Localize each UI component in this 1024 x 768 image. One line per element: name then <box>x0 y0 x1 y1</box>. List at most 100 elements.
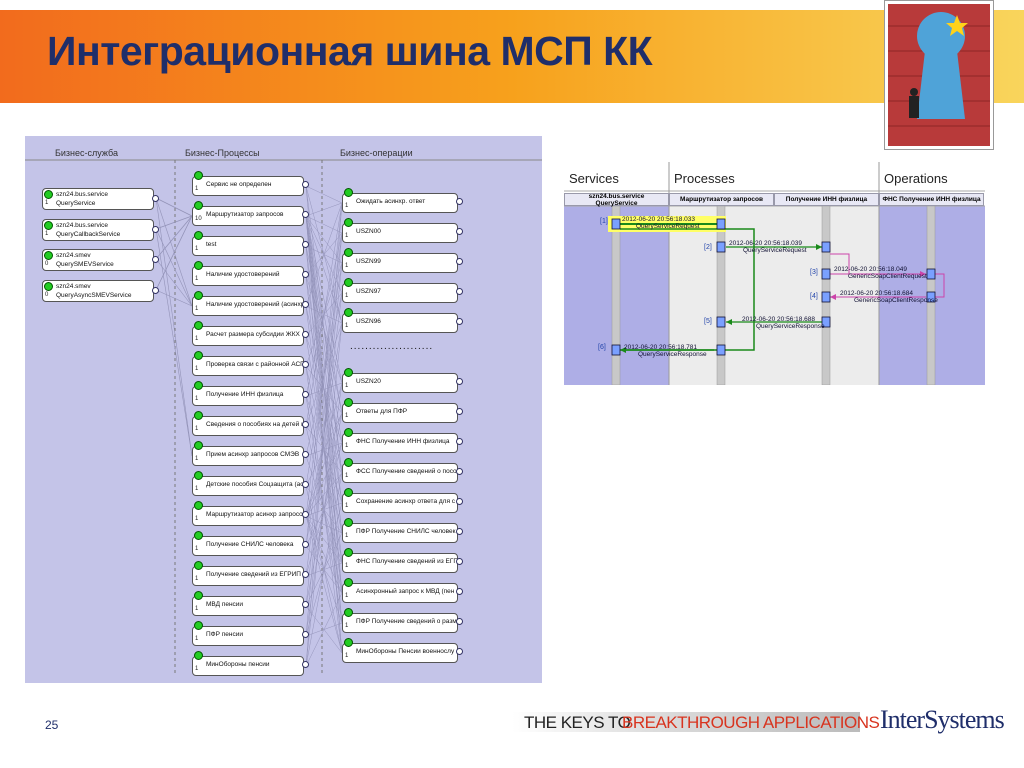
process-node[interactable]: Маршрутизатор асинхр запросов <box>192 506 304 526</box>
node-label: Маршрутизатор асинхр запросов <box>206 511 304 518</box>
process-node[interactable]: МВД пенсии <box>192 596 304 616</box>
process-node[interactable]: Наличие удостоверений (асинхр <box>192 296 304 316</box>
port-pin-icon <box>302 511 309 518</box>
port-pin-icon <box>302 661 309 668</box>
process-node[interactable]: МинОбороны пенсии <box>192 656 304 676</box>
status-dot-icon <box>344 608 353 617</box>
status-dot-icon <box>344 218 353 227</box>
keyhole-logo-icon <box>884 0 994 150</box>
status-dot-icon <box>344 548 353 557</box>
lane-title: Маршрутизатор запросов <box>680 196 763 203</box>
message-count: 1 <box>45 231 49 237</box>
status-dot-icon <box>194 351 203 360</box>
process-node[interactable]: Детские пособия Соцзащита (ас <box>192 476 304 496</box>
process-node[interactable]: Расчет размера субсидии ЖКХ <box>192 326 304 346</box>
message-count: 1 <box>195 246 199 252</box>
process-node[interactable]: Прием асинхр запросов СМЭВ <box>192 446 304 466</box>
operation-node[interactable]: USZN96 <box>342 313 458 333</box>
operation-node[interactable]: USZN20 <box>342 373 458 393</box>
operation-node[interactable]: ФНС Получение ИНН физлица <box>342 433 458 453</box>
node-label: ФСС Получение сведений о посо <box>356 468 457 475</box>
process-node[interactable]: test <box>192 236 304 256</box>
port-pin-icon <box>456 618 463 625</box>
status-dot-icon <box>194 231 203 240</box>
status-dot-icon <box>344 248 353 257</box>
port-pin-icon <box>456 228 463 235</box>
operation-node[interactable]: USZN99 <box>342 253 458 273</box>
message-count: 1 <box>345 623 349 629</box>
process-node[interactable]: Сведения о пособиях на детей и <box>192 416 304 436</box>
operation-node[interactable]: ФНС Получение сведений из ЕГП <box>342 553 458 573</box>
node-label: Наличие удостоверений (асинхр <box>206 301 304 308</box>
operation-node[interactable]: Ответы для ПФР <box>342 403 458 423</box>
process-node[interactable]: Наличие удостоверений <box>192 266 304 286</box>
port-pin-icon <box>302 451 309 458</box>
message-name: QueryServiceRequest <box>636 223 700 230</box>
status-dot-icon <box>194 621 203 630</box>
operation-node[interactable]: Асинхронный запрос к МВД (пен <box>342 583 458 603</box>
message-count: 1 <box>345 653 349 659</box>
process-node[interactable]: Получение сведений из ЕГРИП д <box>192 566 304 586</box>
message-count: 1 <box>195 426 199 432</box>
status-dot-icon <box>194 321 203 330</box>
trace-column-header: Services <box>569 171 619 186</box>
status-dot-icon <box>44 190 53 199</box>
service-name: QueryCallbackService <box>56 231 121 238</box>
node-label: Сведения о пособиях на детей и <box>206 421 304 428</box>
operation-node[interactable]: USZN00 <box>342 223 458 243</box>
service-name: QueryAsyncSMEVService <box>56 292 132 299</box>
process-node[interactable]: Проверка связи с районной АСП <box>192 356 304 376</box>
message-count: 1 <box>195 636 199 642</box>
operation-node[interactable]: USZN97 <box>342 283 458 303</box>
status-dot-icon <box>344 518 353 527</box>
message-count: 1 <box>195 486 199 492</box>
message-count: 0 <box>45 261 49 267</box>
port-pin-icon <box>302 571 309 578</box>
message-count: 1 <box>345 413 349 419</box>
process-node[interactable]: Получение СНИЛС человека <box>192 536 304 556</box>
status-dot-icon <box>344 428 353 437</box>
status-dot-icon <box>194 171 203 180</box>
message-count: 1 <box>45 200 49 206</box>
lane-title: ФНС Получение ИНН физлица <box>882 196 981 203</box>
node-label: Сервис не определен <box>206 181 272 188</box>
status-dot-icon <box>194 201 203 210</box>
operation-node[interactable]: ФСС Получение сведений о посо <box>342 463 458 483</box>
port-pin-icon <box>456 318 463 325</box>
message-count: 1 <box>345 563 349 569</box>
operation-node[interactable]: ПФР Получение СНИЛС человек <box>342 523 458 543</box>
process-node[interactable]: ПФР пенсии <box>192 626 304 646</box>
operation-node[interactable]: ПФР Получение сведений о разм <box>342 613 458 633</box>
process-node[interactable]: Сервис не определен <box>192 176 304 196</box>
trace-column-header: Operations <box>884 171 948 186</box>
process-node[interactable]: Маршрутизатор запросов <box>192 206 304 226</box>
operation-node[interactable]: МинОбороны Пенсии военнослу <box>342 643 458 663</box>
tagline-text: THE KEYS TO <box>524 713 631 732</box>
node-label: USZN96 <box>356 318 381 325</box>
trace-step-number: [4] <box>810 293 818 300</box>
operation-node[interactable]: Ожидать асинхр. ответ <box>342 193 458 213</box>
port-pin-icon <box>456 258 463 265</box>
message-timestamp: 2012-06-20 20:56:18.033 <box>622 216 696 223</box>
operation-node[interactable]: Сохранение асинхр ответа для с <box>342 493 458 513</box>
message-count: 1 <box>345 203 349 209</box>
lane-header: ФНС Получение ИНН физлица <box>879 193 984 206</box>
process-node[interactable]: Получение ИНН физлица <box>192 386 304 406</box>
message-count: 1 <box>195 606 199 612</box>
message-count: 1 <box>345 503 349 509</box>
message-timestamp: 2012-06-20 20:56:18.688 <box>742 316 816 323</box>
message-name: QueryServiceResponse <box>756 323 825 330</box>
node-label: Детские пособия Соцзащита (ас <box>206 481 304 488</box>
status-dot-icon <box>344 398 353 407</box>
